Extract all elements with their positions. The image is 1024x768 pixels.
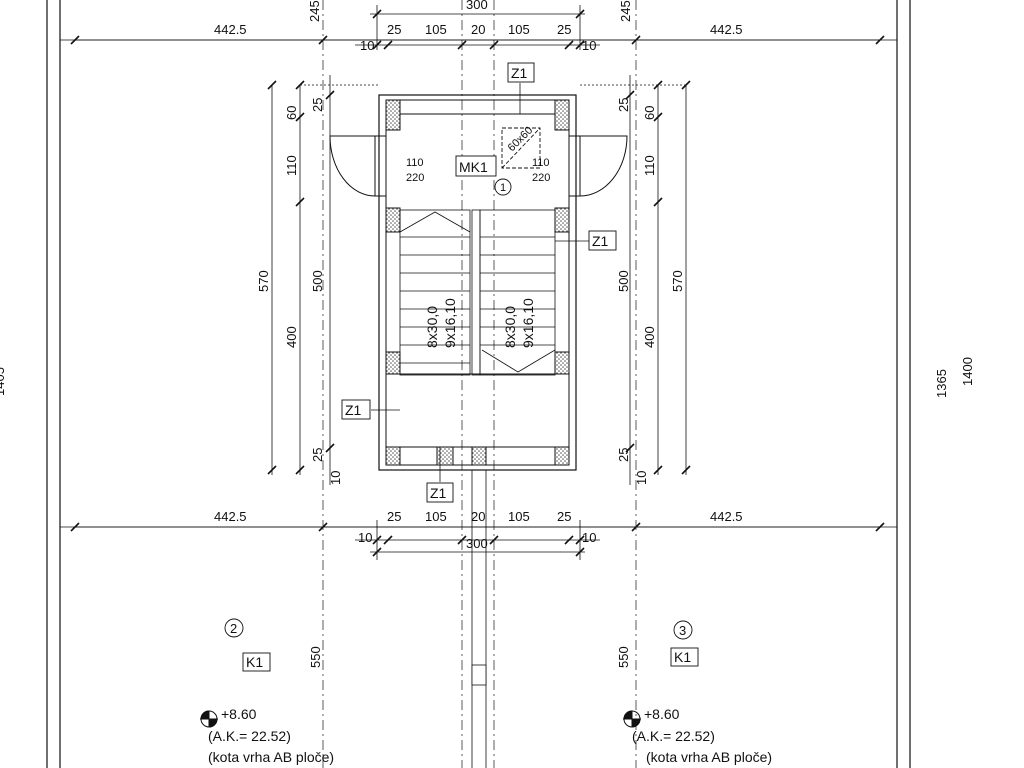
stair-core xyxy=(378,94,577,471)
dim-bottom-25-left: 25 xyxy=(387,509,401,524)
dim-top-25-left: 25 xyxy=(387,22,401,37)
dim-top-20: 20 xyxy=(471,22,485,37)
dim-top-left-span: 442.5 xyxy=(214,22,247,37)
dim-245-right: 245 xyxy=(618,0,633,22)
dim-1365: 1365 xyxy=(934,369,949,398)
dim-25-left-bottom: 25 xyxy=(310,448,325,462)
doors xyxy=(329,135,628,197)
door-left-width: 110 xyxy=(406,157,424,169)
level-right-note: (kota vrha AB ploče) xyxy=(646,749,772,765)
dim-25-right-top: 25 xyxy=(616,98,631,112)
room-circles xyxy=(224,178,693,640)
dim-500-right: 500 xyxy=(616,270,631,292)
room-number-1: 1 xyxy=(500,182,506,194)
dim-bottom-105-right: 105 xyxy=(508,509,530,524)
room-number-3: 3 xyxy=(679,623,686,638)
party-wall xyxy=(471,470,487,768)
stair-left-run-a: 8x30,0 xyxy=(424,306,440,348)
dim-bottom-20: 20 xyxy=(471,509,485,524)
door-right-height: 220 xyxy=(532,172,550,184)
dim-25-right-bottom: 25 xyxy=(616,448,631,462)
dim-110-right: 110 xyxy=(642,155,657,176)
dim-top-105-right: 105 xyxy=(508,22,530,37)
dim-bottom-left-span: 442.5 xyxy=(214,509,247,524)
hatch-size: 60x60 xyxy=(506,124,536,154)
dim-top-105-left: 105 xyxy=(425,22,447,37)
tag-k1-left: K1 xyxy=(246,654,263,670)
dim-top-10-left: 10 xyxy=(360,38,374,53)
dim-bottom-105-left: 105 xyxy=(425,509,447,524)
dim-60-right: 60 xyxy=(642,106,657,120)
dim-top-25-right: 25 xyxy=(557,22,571,37)
door-left-height: 220 xyxy=(406,172,424,184)
dim-400-right: 400 xyxy=(642,326,657,348)
tag-k1-right: K1 xyxy=(674,649,691,665)
tag-z1-right: Z1 xyxy=(592,233,609,249)
dim-1405: 1405 xyxy=(0,367,7,396)
dim-570-right: 570 xyxy=(670,270,685,292)
top-dimension-lines xyxy=(75,5,880,560)
outer-walls xyxy=(46,0,911,768)
stair-left-run-b: 9x16,10 xyxy=(442,298,458,348)
dim-bottom-10-right: 10 xyxy=(582,530,596,545)
dim-570-left: 570 xyxy=(256,270,271,292)
dim-110-left: 110 xyxy=(284,155,299,176)
tag-z1-bottom: Z1 xyxy=(430,485,447,501)
dim-10-right-bottom: 10 xyxy=(634,471,649,485)
dim-top-300: 300 xyxy=(466,0,488,12)
dim-10-left-bottom: 10 xyxy=(328,471,343,485)
stair-runs xyxy=(399,209,556,376)
dim-550-right: 550 xyxy=(616,646,631,668)
vertical-ticks xyxy=(267,80,691,475)
dim-bottom-300: 300 xyxy=(466,536,488,551)
vertical-dimension-lines xyxy=(271,75,687,485)
level-right: +8.60 xyxy=(644,706,680,722)
dim-60-left: 60 xyxy=(284,106,299,120)
tag-boxes xyxy=(242,62,699,672)
dim-bottom-10-left: 10 xyxy=(358,530,372,545)
level-markers xyxy=(200,710,641,728)
level-left-ak: (A.K.= 22.52) xyxy=(208,728,291,744)
roof-hatch xyxy=(501,127,541,169)
tag-z1-left: Z1 xyxy=(345,402,362,418)
dimension-ticks xyxy=(70,9,885,557)
tag-mk1: MK1 xyxy=(459,159,488,175)
axis-lines xyxy=(322,0,637,768)
dim-bottom-right-span: 442.5 xyxy=(710,509,743,524)
dim-1400: 1400 xyxy=(960,357,975,386)
level-left-note: (kota vrha AB ploče) xyxy=(208,749,334,765)
dim-245-left: 245 xyxy=(307,0,322,22)
room-number-2: 2 xyxy=(230,621,237,636)
dim-550-left: 550 xyxy=(308,646,323,668)
level-left: +8.60 xyxy=(221,706,257,722)
dim-top-10-right: 10 xyxy=(582,38,596,53)
dim-400-left: 400 xyxy=(284,326,299,348)
dim-top-right-span: 442.5 xyxy=(710,22,743,37)
tag-z1-top: Z1 xyxy=(511,65,528,81)
stair-right-run-b: 9x16,10 xyxy=(520,298,536,348)
leader-lines xyxy=(371,83,590,482)
level-right-ak: (A.K.= 22.52) xyxy=(632,728,715,744)
dim-25-left-top: 25 xyxy=(310,98,325,112)
dim-500-left: 500 xyxy=(310,270,325,292)
door-right-width: 110 xyxy=(532,157,550,169)
stair-right-run-a: 8x30,0 xyxy=(502,306,518,348)
dim-bottom-25-right: 25 xyxy=(557,509,571,524)
